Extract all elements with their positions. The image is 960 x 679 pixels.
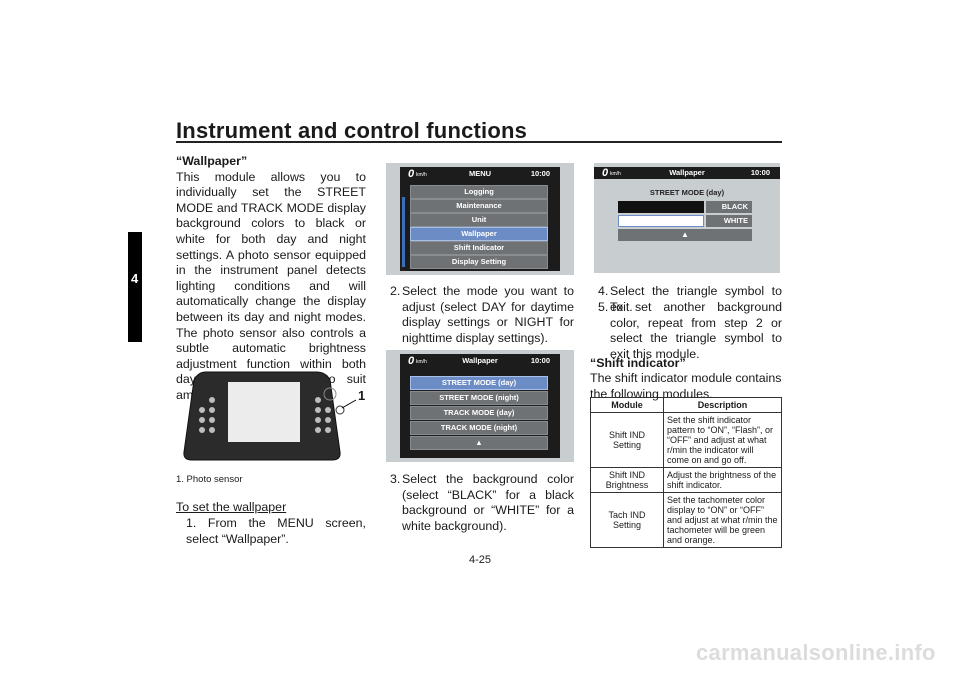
step-2: 2. Select the mode you want to adjust (s…: [390, 284, 574, 345]
menu-item-display-setting[interactable]: Display Setting: [410, 255, 548, 269]
menu-display: 0 km/h MENU 10:00 Logging Maintenance Un…: [400, 167, 560, 271]
wallpaper-paragraph: This module allows you to individually s…: [176, 169, 366, 402]
menu-item-maintenance[interactable]: Maintenance: [410, 199, 548, 213]
figure-caption: 1. Photo sensor: [176, 474, 243, 485]
clock: 10:00: [530, 169, 550, 178]
table-row: Tach IND Setting Set the tachometer colo…: [590, 492, 782, 548]
col-header-description: Description: [663, 397, 782, 413]
step-4: 4. Select the triangle symbol to exit.: [598, 284, 782, 314]
mode-track-night[interactable]: TRACK MODE (night): [410, 421, 548, 435]
page-number: 4-25: [468, 554, 492, 566]
menu-item-shift-indicator[interactable]: Shift Indicator: [410, 241, 548, 255]
step-3: 3. Select the background color (select “…: [390, 472, 574, 533]
step-1: 1. From the MENU screen, select “Wallpap…: [186, 516, 366, 546]
page-title: Instrument and control functions: [176, 118, 528, 143]
shift-indicator-heading: “Shift indicator”: [590, 356, 686, 370]
menu-item-logging[interactable]: Logging: [410, 185, 548, 199]
mode-street-night[interactable]: STREET MODE (night): [410, 391, 548, 405]
wallpaper-heading: “Wallpaper”: [176, 154, 248, 168]
menu-item-unit[interactable]: Unit: [410, 213, 548, 227]
exit-triangle-button[interactable]: ▲: [618, 229, 752, 241]
mode-track-day[interactable]: TRACK MODE (day): [410, 406, 548, 420]
exit-triangle-button[interactable]: ▲: [410, 436, 548, 450]
watermark: carmanualsonline.info: [696, 640, 936, 665]
white-option[interactable]: WHITE: [706, 215, 752, 227]
speed-readout: 0: [408, 355, 415, 367]
step-5: 5. To set another background color, repe…: [598, 300, 782, 361]
triangle-up-icon: ▲: [681, 230, 689, 239]
triangle-up-icon: ▲: [475, 438, 483, 447]
module-table: Module Description Shift IND Setting Set…: [590, 397, 782, 548]
subheading-set-wallpaper: To set the wallpaper: [176, 500, 287, 514]
screen-title: Wallpaper: [669, 168, 705, 177]
clock: 10:00: [530, 356, 550, 365]
mode-street-day[interactable]: STREET MODE (day): [410, 376, 548, 390]
table-header-row: Module Description: [590, 397, 782, 413]
callout-1: 1: [358, 388, 366, 403]
color-display: 0 km/h Wallpaper 10:00 STREET MODE (day)…: [594, 167, 780, 269]
menu-item-wallpaper[interactable]: Wallpaper: [410, 227, 548, 241]
speed-unit: km/h: [416, 359, 427, 365]
black-swatch[interactable]: [618, 201, 704, 213]
wallpaper-display: 0 km/h Wallpaper 10:00 STREET MODE (day)…: [400, 354, 560, 458]
clock: 10:00: [750, 168, 770, 177]
column-1: “Wallpaper” This module allows you to in…: [176, 154, 366, 404]
screen-title: MENU: [468, 169, 492, 178]
table-row: Shift IND Setting Set the shift indicato…: [590, 412, 782, 468]
scrollbar[interactable]: [402, 197, 405, 267]
chapter-number: 4: [131, 271, 139, 286]
screen-title: Wallpaper: [462, 356, 498, 365]
speed-readout: 0: [602, 167, 609, 179]
mode-subtitle: STREET MODE (day): [649, 188, 725, 197]
table-row: Shift IND Brightness Adjust the brightne…: [590, 467, 782, 493]
black-option[interactable]: BLACK: [706, 201, 752, 213]
speed-readout: 0: [408, 168, 415, 180]
instrument-panel-illustration: 1: [176, 362, 366, 467]
white-swatch[interactable]: [618, 215, 704, 227]
header-rule: [176, 141, 782, 143]
speed-unit: km/h: [610, 171, 621, 177]
col-header-module: Module: [590, 397, 664, 413]
color-select-figure: 0 km/h Wallpaper 10:00 STREET MODE (day)…: [594, 163, 780, 273]
speed-unit: km/h: [416, 172, 427, 178]
chapter-tab: [128, 232, 142, 342]
wallpaper-mode-figure: 0 km/h Wallpaper 10:00 STREET MODE (day)…: [386, 350, 574, 462]
menu-screen-figure: 0 km/h MENU 10:00 Logging Maintenance Un…: [386, 163, 574, 275]
